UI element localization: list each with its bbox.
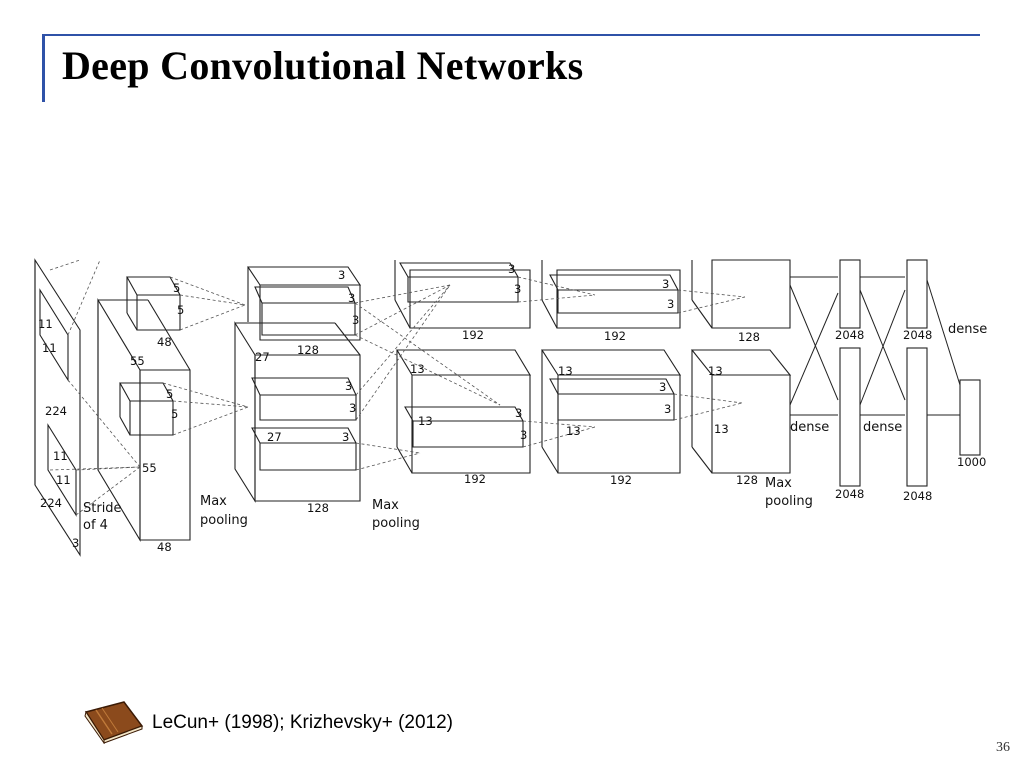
conv1-kernel-bot-b: 5: [171, 407, 178, 421]
maxpool2-label-line2: pooling: [372, 516, 420, 531]
conv4-depth-top-label: 192: [604, 329, 626, 343]
dense-layers: [839, 259, 981, 487]
conv5-volume: [690, 259, 792, 474]
input-size-label: 224: [45, 404, 67, 418]
conv1-depth-top-label: 48: [157, 335, 172, 349]
conv3-size-label-b: 13: [418, 414, 433, 428]
output-units-label: 1000: [957, 455, 986, 469]
kernel-label-d: 11: [56, 473, 71, 487]
conv2-kernel-b: 3: [348, 291, 355, 305]
conv3-kernel-c: 3: [515, 406, 522, 420]
maxpool1-label-line2: pooling: [200, 513, 248, 528]
dense-connections: [789, 276, 961, 416]
conv3-depth-top-label: 192: [462, 328, 484, 342]
dense-label-a: dense: [948, 322, 987, 337]
dense-units-label-b: 2048: [903, 328, 932, 342]
maxpool3-label-line2: pooling: [765, 494, 813, 509]
slide-title: Deep Convolutional Networks: [62, 43, 584, 88]
conv3-kernel-b: 3: [514, 282, 521, 296]
conv3-size-label-c: 13: [566, 424, 581, 438]
conv2-size-label-2: 27: [267, 430, 282, 444]
conv2-kernel-d: 3: [345, 379, 352, 393]
input-size-label-2: 224: [40, 496, 62, 510]
page-number: 36: [996, 740, 1010, 755]
citation-text: LeCun+ (1998); Krizhevsky+ (2012): [152, 712, 453, 733]
conv4-depth-bottom-label: 192: [610, 473, 632, 487]
conv1-kernel-bot-a: 5: [166, 387, 173, 401]
conv4-size-label: 13: [558, 364, 573, 378]
conv1-size-label-2: 55: [142, 461, 157, 475]
conv1-size-label: 55: [130, 354, 145, 368]
conv3-kernel-d: 3: [520, 428, 527, 442]
conv4-kernel-b: 3: [667, 297, 674, 311]
conv2-kernel-f: 3: [342, 430, 349, 444]
conv5-depth-bottom-label: 128: [736, 473, 758, 487]
dense-units-label-a: 2048: [835, 328, 864, 342]
title-accent-bar: [42, 34, 45, 102]
conv2-depth-bottom-label: 128: [307, 501, 329, 515]
conv2-kernel-e: 3: [349, 401, 356, 415]
conv2-size-label: 27: [255, 350, 270, 364]
conv5-size-label-b: 13: [714, 422, 729, 436]
conv1-kernel-top-b: 5: [177, 303, 184, 317]
dense-units-label-d: 2048: [903, 489, 932, 503]
conv4-kernel-a: 3: [662, 277, 669, 291]
conv5-depth-top-label: 128: [738, 330, 760, 344]
conv5-size-label-a: 13: [708, 364, 723, 378]
title-underline: [42, 34, 980, 36]
conv2-volume: [234, 266, 362, 503]
conv3-depth-bottom-label: 192: [464, 472, 486, 486]
conv2-depth-top-label: 128: [297, 343, 319, 357]
conv3-size-label-a: 13: [410, 362, 425, 376]
maxpool1-label-line1: Max: [200, 494, 227, 509]
book-icon: [84, 701, 144, 744]
conv1-kernel-top-a: 5: [173, 281, 180, 295]
conv3-kernel-a: 3: [508, 262, 515, 276]
conv4-kernel-c: 3: [659, 380, 666, 394]
kernel-label-c: 11: [53, 449, 68, 463]
stride-label-line1: Stride: [83, 501, 122, 516]
conv2-kernel-c: 3: [352, 313, 359, 327]
receptive-field-lines: [49, 259, 746, 516]
kernel-label-a: 11: [38, 317, 53, 331]
conv4-kernel-d: 3: [664, 402, 671, 416]
input-depth-label: 3: [72, 536, 79, 550]
conv1-depth-bottom-label: 48: [157, 540, 172, 554]
conv2-kernel-a: 3: [338, 268, 345, 282]
maxpool3-label-line1: Max: [765, 476, 792, 491]
kernel-label-b: 11: [42, 341, 57, 355]
stride-label-line2: of 4: [83, 518, 108, 533]
maxpool2-label-line1: Max: [372, 498, 399, 513]
dense-label-c: dense: [863, 420, 902, 435]
dense-units-label-c: 2048: [835, 487, 864, 501]
alexnet-architecture-diagram: 224 224 3 11 11 11 11 Stride of 4 55 55 …: [34, 258, 987, 557]
dense-label-b: dense: [790, 420, 829, 435]
